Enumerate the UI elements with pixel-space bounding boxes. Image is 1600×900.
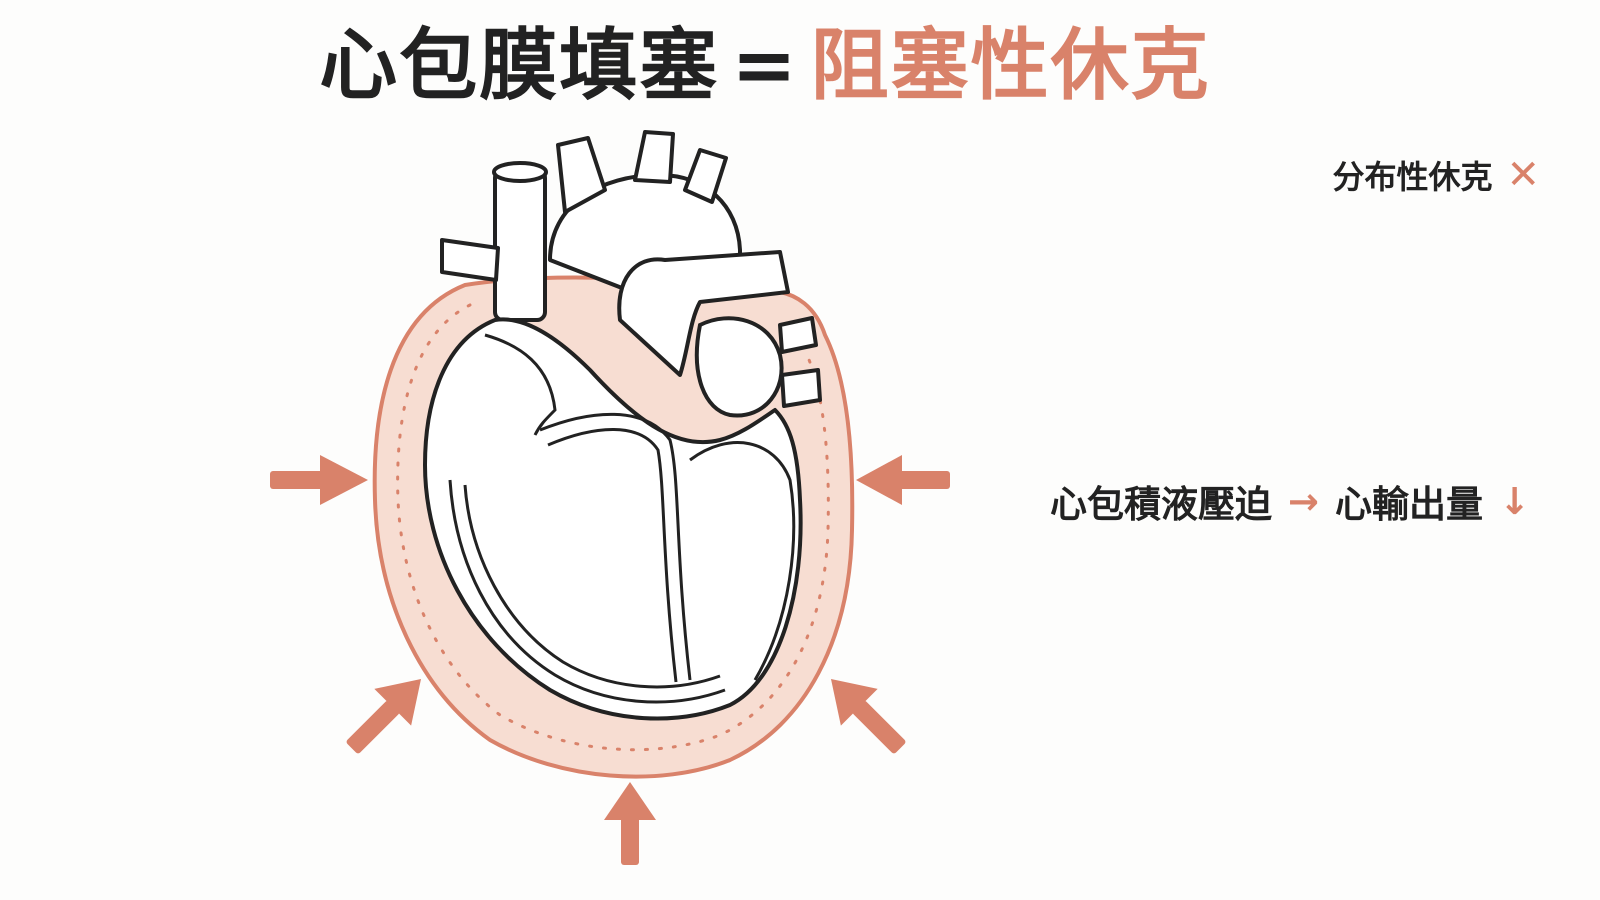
- distributive-shock-label: 分布性休克: [1332, 158, 1493, 196]
- cross-icon: ✕: [1506, 152, 1540, 198]
- compression-arrow-bottom: [604, 782, 656, 865]
- pulmonary-trunk: [617, 250, 790, 377]
- title-right: 阻塞性休克: [810, 21, 1211, 111]
- title-equals: =: [731, 21, 799, 111]
- effusion-dotted-line: [396, 303, 830, 752]
- compression-arrow-lower-left: [346, 678, 422, 754]
- right-pulmonary-veins: [778, 316, 818, 354]
- right-pulmonary-veins-lower: [780, 368, 822, 408]
- compression-arrow-lower-right: [830, 678, 906, 754]
- note-mechanism: 心包積液壓迫 → 心輸出量 ↓: [1050, 474, 1530, 528]
- arrow-right-icon: →: [1287, 479, 1319, 523]
- arrow-down-icon: ↓: [1498, 479, 1530, 523]
- pulmonary-vein-left: [440, 238, 500, 282]
- left-atrium: [694, 316, 784, 418]
- brachiocephalic-artery: [556, 136, 607, 214]
- subclavian-artery: [683, 148, 728, 204]
- title-left: 心包膜填塞: [319, 21, 720, 111]
- carotid-artery: [633, 130, 675, 184]
- right-ventricle-line: [689, 441, 796, 681]
- atrium-line: [484, 333, 557, 436]
- cardiac-output-label: 心輸出量: [1334, 483, 1483, 526]
- superior-vena-cava: [493, 168, 547, 322]
- ventricle-wall-outer: [448, 479, 726, 704]
- svc-opening: [492, 161, 548, 183]
- interventricular-septum: [539, 412, 692, 681]
- interventricular-septum-inner: [547, 428, 678, 683]
- compression-arrow-left: [270, 455, 368, 505]
- ventricle-wall-inner: [463, 484, 721, 689]
- compression-arrow-right: [856, 455, 950, 505]
- note-distributive-shock: 分布性休克 ✕: [1332, 152, 1540, 198]
- effusion-compression-label: 心包積液壓迫: [1049, 483, 1272, 526]
- page-title: 心包膜填塞=阻塞性休克: [0, 21, 1530, 111]
- heart-pericardium-diagram: [270, 130, 950, 865]
